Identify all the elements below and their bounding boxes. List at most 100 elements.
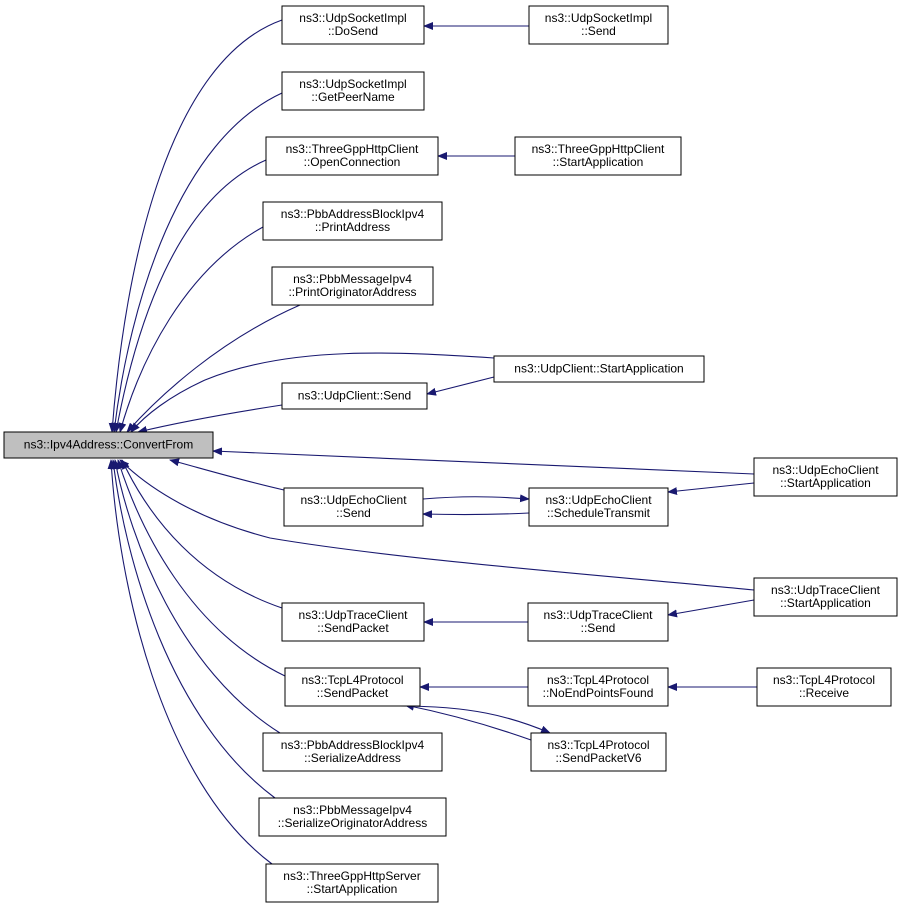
node-trace-startapp[interactable]: ns3::UdpTraceClient::StartApplication (753, 577, 898, 617)
node-box (258, 797, 447, 837)
node-label: ns3::TcpL4Protocol (547, 673, 649, 687)
node-label: ::OpenConnection (304, 155, 401, 169)
node-udpsock-dosend[interactable]: ns3::UdpSocketImpl::DoSend (281, 5, 425, 45)
node-box (284, 667, 421, 707)
node-pbbaddr-serialize[interactable]: ns3::PbbAddressBlockIpv4::SerializeAddre… (262, 732, 443, 772)
node-httpserver-startapp[interactable]: ns3::ThreeGppHttpServer::StartApplicatio… (265, 863, 439, 903)
node-label: ns3::TcpL4Protocol (301, 673, 403, 687)
node-pbbmsg-print[interactable]: ns3::PbbMessageIpv4::PrintOriginatorAddr… (271, 266, 434, 306)
edge-pbbaddr-serialize-to-root (112, 459, 281, 734)
node-label: ::StartApplication (307, 882, 398, 896)
node-udpsock-send[interactable]: ns3::UdpSocketImpl::Send (528, 5, 669, 45)
node-box (281, 5, 425, 45)
edge-httpserver-startapp-to-root (107, 459, 273, 865)
nodes-layer: ns3::Ipv4Address::ConvertFrom ns3::UdpSoc… (3, 5, 898, 903)
node-box (281, 71, 425, 111)
node-label: ns3::UdpSocketImpl (299, 11, 406, 25)
edge-udpclient-send-to-root (137, 404, 283, 434)
node-label: ::SendPacket (317, 621, 389, 635)
edge-trace-startapp-to-trace-send (667, 599, 755, 618)
node-label: ns3::UdpTraceClient (299, 608, 409, 622)
node-box (3, 431, 214, 459)
node-box (271, 266, 434, 306)
node-label: ::SendPacket (317, 686, 389, 700)
edges-layer (107, 19, 757, 865)
node-label: ::PrintAddress (315, 220, 390, 234)
node-label: ::GetPeerName (311, 90, 395, 104)
node-pbbaddr-print[interactable]: ns3::PbbAddressBlockIpv4::PrintAddress (262, 201, 443, 241)
edge-echo-schedule-to-echo-send (422, 510, 530, 519)
node-box (514, 136, 682, 176)
node-label: ns3::PbbAddressBlockIpv4 (281, 207, 425, 221)
edge-echo-startapp-to-root (212, 447, 755, 475)
node-label: ::NoEndPointsFound (543, 686, 654, 700)
node-label: ns3::UdpEchoClient (300, 493, 407, 507)
node-box (753, 577, 898, 617)
node-udpclient-startapp[interactable]: ns3::UdpClient::StartApplication (493, 355, 705, 383)
node-box (281, 602, 425, 642)
node-label: ns3::UdpClient::Send (298, 389, 411, 403)
node-label: ::StartApplication (780, 476, 871, 490)
edge-trace-startapp-to-root (119, 459, 755, 591)
edge-trace-sendpacket-to-root (121, 459, 283, 609)
node-label: ns3::UdpTraceClient (771, 583, 881, 597)
node-trace-sendpacket[interactable]: ns3::UdpTraceClient::SendPacket (281, 602, 425, 642)
edge-udpclient-startapp-to-udpclient-send (426, 376, 495, 396)
edge-pbbaddr-print-to-root (118, 226, 264, 433)
node-echo-startapp[interactable]: ns3::UdpEchoClient::StartApplication (753, 457, 898, 497)
node-pbbmsg-serialize[interactable]: ns3::PbbMessageIpv4::SerializeOriginator… (258, 797, 447, 837)
edge-echo-send-to-root (169, 458, 285, 491)
node-label: ::PrintOriginatorAddress (288, 285, 416, 299)
edge-tcp-sendpacket-to-root (116, 459, 286, 677)
node-label: ns3::UdpTraceClient (544, 608, 654, 622)
node-udpclient-send[interactable]: ns3::UdpClient::Send (281, 382, 428, 410)
node-label: ns3::ThreeGppHttpClient (286, 142, 419, 156)
node-label: ns3::ThreeGppHttpServer (283, 869, 420, 883)
node-label: ns3::UdpClient::StartApplication (514, 362, 683, 376)
node-tcp-sendpacket[interactable]: ns3::TcpL4Protocol::SendPacket (284, 667, 421, 707)
node-label: ns3::PbbMessageIpv4 (293, 803, 412, 817)
node-box (281, 382, 428, 410)
node-box (262, 732, 443, 772)
node-echo-send[interactable]: ns3::UdpEchoClient::Send (283, 487, 424, 527)
edge-udpclient-startapp-to-root (130, 352, 495, 433)
node-label: ::Send (581, 621, 616, 635)
node-label: ::SendPacketV6 (555, 751, 641, 765)
node-box (265, 863, 439, 903)
node-box (530, 732, 667, 772)
node-http-openconn[interactable]: ns3::ThreeGppHttpClient::OpenConnection (265, 136, 439, 176)
node-label: ns3::UdpSocketImpl (299, 77, 406, 91)
node-label: ::ScheduleTransmit (547, 506, 651, 520)
node-label: ns3::PbbAddressBlockIpv4 (281, 738, 425, 752)
edge-echo-send-to-echo-schedule (422, 494, 530, 503)
node-box (283, 487, 424, 527)
edge-tcp-sendpacket-to-tcp-sendv6 (399, 705, 551, 734)
edge-udpsock-getpeer-to-root (111, 92, 283, 433)
edge-pbbmsg-print-to-root (126, 304, 301, 433)
node-echo-schedule[interactable]: ns3::UdpEchoClient::ScheduleTransmit (528, 487, 669, 527)
node-box (265, 136, 439, 176)
node-tcp-sendv6[interactable]: ns3::TcpL4Protocol::SendPacketV6 (530, 732, 667, 772)
node-label: ::Send (336, 506, 371, 520)
node-tcp-receive[interactable]: ns3::TcpL4Protocol::Receive (756, 667, 892, 707)
node-box (753, 457, 898, 497)
node-box (262, 201, 443, 241)
node-label: ns3::UdpSocketImpl (545, 11, 652, 25)
node-tcp-noend[interactable]: ns3::TcpL4Protocol::NoEndPointsFound (527, 667, 669, 707)
node-udpsock-getpeer[interactable]: ns3::UdpSocketImpl::GetPeerName (281, 71, 425, 111)
node-box (528, 5, 669, 45)
node-box (528, 487, 669, 527)
node-label: ::SerializeAddress (304, 751, 401, 765)
node-box (756, 667, 892, 707)
node-label: ns3::Ipv4Address::ConvertFrom (24, 438, 193, 452)
node-label: ::SerializeOriginatorAddress (278, 816, 427, 830)
node-root[interactable]: ns3::Ipv4Address::ConvertFrom (3, 431, 214, 459)
node-trace-send[interactable]: ns3::UdpTraceClient::Send (527, 602, 669, 642)
node-box (493, 355, 705, 383)
edge-pbbmsg-serialize-to-root (110, 459, 276, 799)
node-http-startapp[interactable]: ns3::ThreeGppHttpClient::StartApplicatio… (514, 136, 682, 176)
node-label: ns3::TcpL4Protocol (773, 673, 875, 687)
node-box (527, 667, 669, 707)
node-label: ns3::UdpEchoClient (545, 493, 652, 507)
